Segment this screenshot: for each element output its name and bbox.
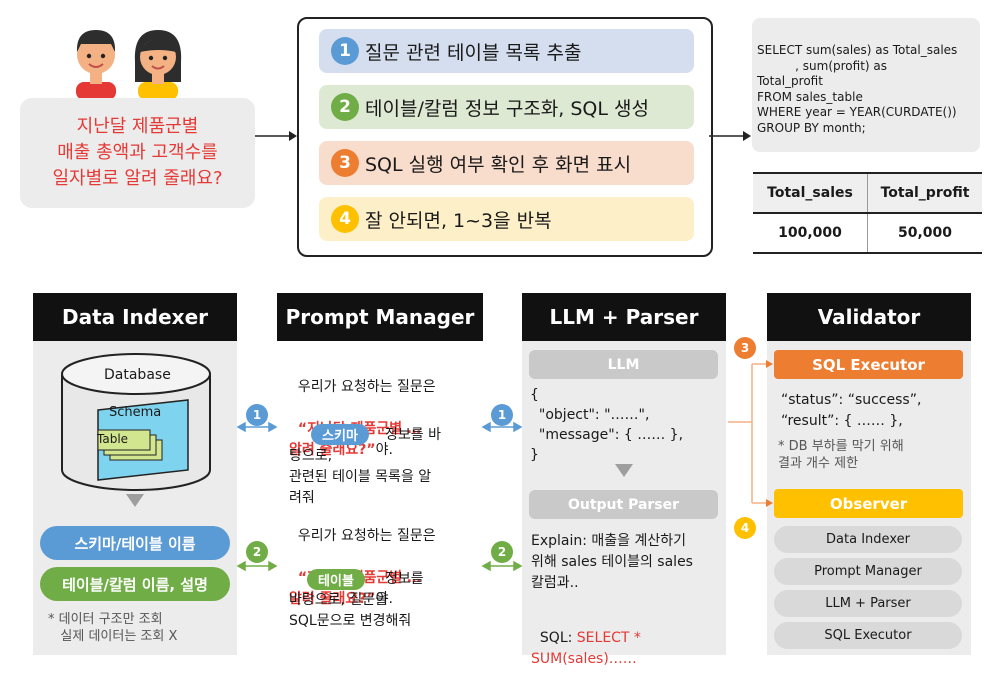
parser-sql-label: SQL: [539, 630, 577, 646]
prompt-1-text-b: 야. [375, 442, 393, 458]
observer-item-data-indexer: Data Indexer [774, 526, 962, 553]
step-3: 3 SQL 실행 여부 확인 후 화면 표시 [319, 141, 694, 185]
sql-query-box: SELECT sum(sales) as Total_sales , sum(p… [752, 18, 980, 152]
database-label: Database [104, 367, 171, 383]
observer-bar: Observer [774, 489, 963, 518]
step-badge-1-left: 1 [246, 404, 268, 426]
step-1: 1 질문 관련 테이블 목록 추출 [319, 29, 694, 73]
database-cylinder-icon [61, 353, 211, 491]
result-cell: 50,000 [867, 212, 982, 254]
parser-sql: SQL: SELECT * SUM(sales)…… [531, 607, 723, 670]
schema-label: Schema [109, 405, 162, 420]
step-number-badge: 1 [331, 37, 359, 65]
prompt-2-text-a: 우리가 요청하는 질문은 [297, 528, 436, 544]
table-label: Table [97, 432, 129, 446]
prompt-1-text-a: 우리가 요청하는 질문은 [297, 379, 436, 395]
down-triangle-icon [615, 464, 633, 477]
observer-item-prompt-manager: Prompt Manager [774, 558, 962, 585]
step-number-badge: 4 [331, 205, 359, 233]
observer-item-sql-executor: SQL Executor [774, 622, 962, 649]
step-label: 테이블/칼럼 정보 구조화, SQL 생성 [365, 97, 649, 120]
prompt-2-text-b: 야. [375, 591, 393, 607]
result-header: Total_sales [753, 172, 868, 214]
down-triangle-icon [126, 494, 144, 507]
prompt-1-text-c: 정보를 바 탕으로, 관련된 테이블 목록을 알 려줘 [289, 427, 441, 506]
schema-tag: 스키마 [311, 424, 369, 445]
parser-explain: Explain: 매출을 계산하기 위해 sales 테이블의 sales 칼럼… [531, 533, 693, 591]
result-cell: 100,000 [753, 212, 868, 254]
observer-item-llm-parser: LLM + Parser [774, 590, 962, 617]
data-indexer-title: Data Indexer [33, 293, 237, 341]
step-number-badge: 2 [331, 93, 359, 121]
step-badge-3: 3 [734, 337, 756, 359]
prompt-manager-title: Prompt Manager [277, 293, 483, 341]
llm-json-output: { "object": "……", "message": { …… }, } [530, 387, 684, 463]
step-badge-1-right: 1 [491, 404, 513, 426]
validator-title: Validator [767, 293, 971, 341]
step-number-badge: 3 [331, 149, 359, 177]
prompt-manager-panel [277, 293, 483, 655]
llm-bar: LLM [529, 350, 718, 379]
step-badge-2-right: 2 [491, 541, 513, 563]
avatar-girl [134, 30, 182, 100]
avatar-boy [76, 30, 116, 100]
step-4: 4 잘 안되면, 1~3을 반복 [319, 197, 694, 241]
prompt-2-text-c: 정보를 바탕으로, 질문을 SQL문으로 변경해줘 [289, 571, 424, 629]
indexer-note: * 데이터 구조만 조회 실제 데이터는 조회 X [48, 612, 178, 644]
llm-parser-title: LLM + Parser [522, 293, 726, 341]
step-label: 질문 관련 테이블 목록 추출 [365, 41, 582, 64]
step-badge-2-left: 2 [246, 541, 268, 563]
arrow-question-to-steps [255, 131, 297, 141]
step-badge-4: 4 [734, 517, 756, 539]
parser-sql-value: SELECT * SUM(sales)…… [531, 630, 641, 667]
output-parser-bar: Output Parser [529, 490, 718, 519]
step-label: SQL 실행 여부 확인 후 화면 표시 [365, 153, 632, 176]
step-label: 잘 안되면, 1~3을 반복 [365, 209, 552, 232]
sql-executor-bar: SQL Executor [774, 350, 963, 379]
result-table: Total_sales Total_profit 100,000 50,000 [753, 172, 982, 254]
question-bubble: 지난달 제품군별 매출 총액과 고객수를 일자별로 알려 줄래요? [20, 98, 255, 208]
table-tag: 테이블 [307, 569, 365, 590]
result-header: Total_profit [867, 172, 982, 214]
executor-status: “status”: “success”, “result”: { …… }, [781, 392, 922, 429]
table-column-desc-pill: 테이블/칼럼 이름, 설명 [40, 567, 230, 601]
arrow-steps-to-sql [709, 131, 751, 141]
schema-table-name-pill: 스키마/테이블 이름 [40, 526, 230, 560]
step-2: 2 테이블/칼럼 정보 구조화, SQL 생성 [319, 85, 694, 129]
executor-note: * DB 부하를 막기 위해 결과 개수 제한 [778, 439, 904, 471]
